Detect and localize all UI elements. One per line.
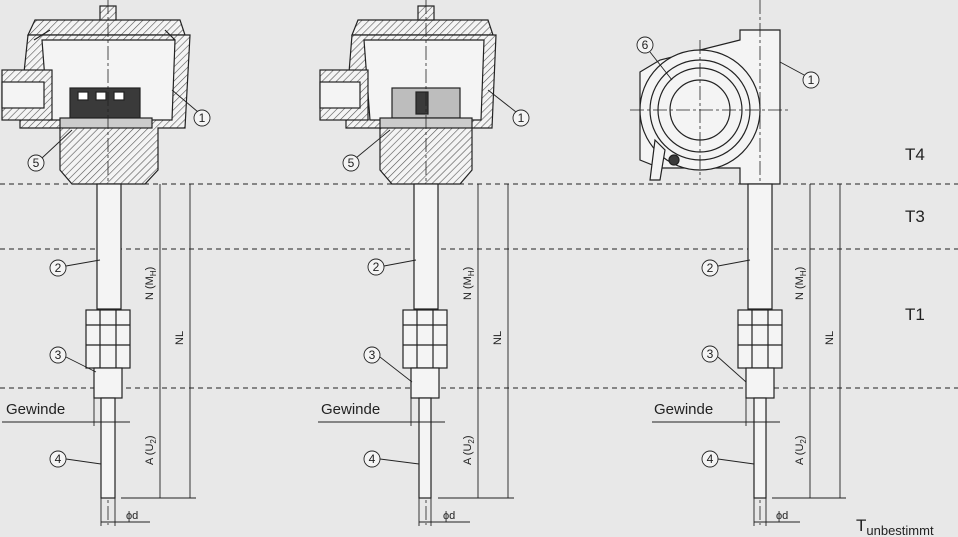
housing-cover	[351, 19, 494, 36]
callout-1	[802, 71, 820, 89]
callout-2	[367, 258, 385, 276]
phi-d-label: ϕd	[126, 510, 138, 522]
callout-number-1: 1	[808, 73, 815, 87]
zone-divider-lines	[0, 183, 958, 389]
union-nut	[85, 309, 131, 369]
callout-number-3: 3	[707, 347, 714, 361]
gewinde-label: Gewinde	[321, 401, 380, 418]
zone-label-t3: T3	[905, 207, 925, 226]
sensor-tip	[753, 397, 767, 499]
callout-number-3: 3	[55, 348, 62, 362]
thread	[410, 367, 440, 399]
zone-label-t4: T4	[905, 145, 925, 164]
callout-number-4: 4	[707, 452, 714, 466]
a-u2-label: A (U2)	[144, 435, 158, 465]
sensor-tip	[100, 397, 116, 499]
callout-3	[49, 346, 67, 364]
thermometer-view-3	[630, 0, 790, 525]
a-u2-label: A (U2)	[462, 435, 476, 465]
dimension-labels-view-3: Gewinde N (MH) NL A (U2) ϕd	[654, 267, 836, 522]
callout-number-5: 5	[348, 156, 355, 170]
callout-number-3: 3	[369, 348, 376, 362]
thread	[93, 367, 123, 399]
nl-label: NL	[492, 331, 504, 345]
callout-number-4: 4	[55, 452, 62, 466]
gewinde-label: Gewinde	[6, 401, 65, 418]
dimension-labels-view-2: Gewinde N (MH) NL A (U2) ϕd	[321, 267, 504, 522]
callout-numbers: 1 5 2 3 4 1 5 2 3 4 1 6 2 3 4	[33, 38, 815, 466]
zone-label-t-unbestimmt: Tunbestimmt	[856, 516, 934, 537]
callout-4	[49, 450, 67, 468]
phi-d-label: ϕd	[443, 510, 455, 522]
housing-cover	[27, 19, 186, 36]
callout-number-1: 1	[518, 111, 525, 125]
a-u2-label: A (U2)	[794, 435, 808, 465]
n-mh-label: N (MH)	[462, 267, 476, 300]
union-nut	[737, 309, 783, 369]
cable-entry-bore	[319, 81, 361, 109]
union-nut	[402, 309, 448, 369]
zone-label-t1: T1	[905, 305, 925, 324]
callout-1	[512, 109, 530, 127]
callout-5	[27, 154, 45, 172]
n-mh-label: N (MH)	[144, 267, 158, 300]
sensor-tip	[418, 397, 432, 499]
callout-2	[701, 259, 719, 277]
callouts	[27, 36, 820, 468]
callout-number-1: 1	[199, 111, 206, 125]
nl-label: NL	[824, 331, 836, 345]
callout-number-4: 4	[369, 452, 376, 466]
callout-number-5: 5	[33, 156, 40, 170]
gewinde-label: Gewinde	[654, 401, 713, 418]
callout-5	[342, 154, 360, 172]
callout-3	[363, 346, 381, 364]
cable-entry-bore	[1, 81, 45, 109]
mounting-plate	[59, 117, 153, 129]
callout-6	[636, 36, 654, 54]
thermometer-view-2	[319, 0, 497, 525]
thermometer-view-1	[1, 0, 191, 525]
dimension-labels-view-1: Gewinde N (MH) NL A (U2) ϕd	[6, 267, 186, 522]
neck-tube	[413, 183, 439, 310]
phi-d-label: ϕd	[776, 510, 788, 522]
neck-tube	[747, 183, 773, 310]
neck-tube	[96, 183, 122, 310]
callout-number-2: 2	[55, 261, 62, 275]
callout-2	[49, 259, 67, 277]
callout-3	[701, 345, 719, 363]
callout-4	[701, 450, 719, 468]
n-mh-label: N (MH)	[794, 267, 808, 300]
dimension-lines	[2, 184, 846, 526]
nl-label: NL	[174, 331, 186, 345]
callout-1	[193, 109, 211, 127]
callout-4	[363, 450, 381, 468]
callout-number-2: 2	[373, 260, 380, 274]
thread	[745, 367, 775, 399]
callout-number-6: 6	[642, 38, 649, 52]
callout-number-2: 2	[707, 261, 714, 275]
